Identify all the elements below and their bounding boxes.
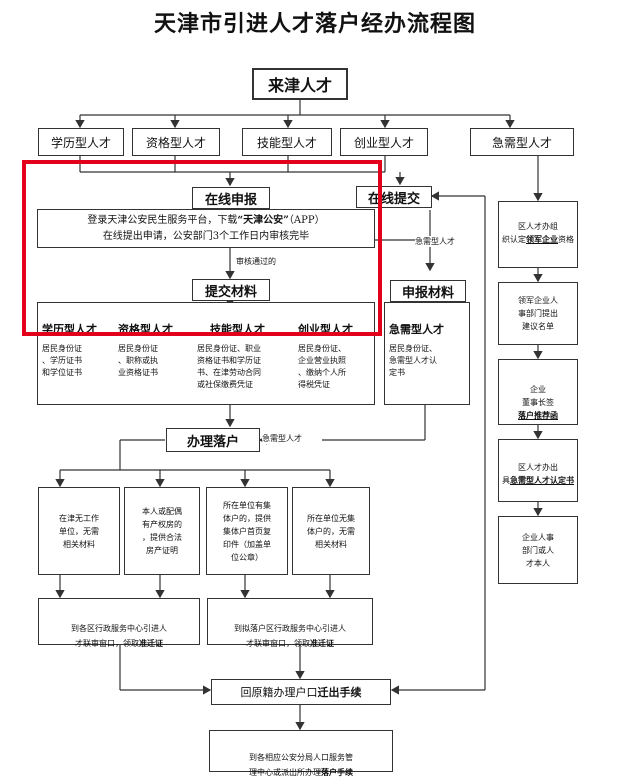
settle-label: 办理落户: [166, 428, 260, 452]
category-qualification: 资格型人才: [132, 128, 220, 156]
online-apply-line1: 登录天津公安民生服务平台，下载“天津公安”（APP）: [87, 214, 325, 226]
declare-materials-box: [384, 302, 470, 405]
urgent-step-2: 领军企业人 事部门提出 建议名单: [498, 282, 578, 345]
submit-materials-label: 提交材料: [192, 279, 270, 301]
case-no-collective-household: 所在单位无集 体户的，无需 相关材料: [292, 487, 370, 575]
material-detail-skill: 居民身份证、职业 资格证书和学历证 书、在津劳动合同 或社保缴费凭证: [197, 344, 261, 389]
declare-detail: 居民身份证、 急需型人才认 定书: [389, 344, 437, 377]
material-type-qualification: 资格型人才: [118, 323, 173, 336]
online-apply-box: 登录天津公安民生服务平台，下载“天津公安”（APP） 在线提出申请，公安部门3个…: [37, 209, 375, 248]
material-detail-qualification: 居民身份证 、职称或执 业资格证书: [118, 344, 158, 377]
material-type-education: 学历型人才: [42, 323, 97, 336]
urgent-step-1: 区人才办组 织认定领军企业资格: [498, 201, 578, 268]
category-education: 学历型人才: [38, 128, 124, 156]
submit-materials-box: [37, 302, 375, 405]
move-out-box: 回原籍办理户口迁出手续: [211, 679, 391, 705]
case-no-employer: 在津无工作 单位，无需 相关材料: [38, 487, 120, 575]
case-own-property: 本人或配偶 有产权房的 ，提供合法 房产证明: [124, 487, 200, 575]
approved-label: 审核通过的: [236, 257, 276, 266]
urgent-step-4: 区人才办出 具急需型人才认定书: [498, 439, 578, 502]
category-skill: 技能型人才: [242, 128, 332, 156]
case-collective-household: 所在单位有集 体户的，提供 集体户首页复 印件（加盖单 位公章）: [206, 487, 288, 575]
material-detail-startup: 居民身份证、 企业营业执照 、缴纳个人所 得税凭证: [298, 344, 346, 389]
urgent-step-5: 企业人事 部门或人 才本人: [498, 516, 578, 584]
online-submit-note: 急需型人才: [415, 236, 475, 247]
material-type-startup: 创业型人才: [298, 323, 353, 336]
material-detail-education: 居民身份证 、学历证书 和学位证书: [42, 344, 82, 377]
online-submit-label: 在线提交: [356, 186, 432, 208]
online-apply-line2: 在线提出申请，公安部门3个工作日内审核完毕: [102, 230, 310, 242]
category-urgent: 急需型人才: [470, 128, 574, 156]
urgent-step-3: 企业 董事长签 落户推荐函: [498, 359, 578, 425]
online-apply-label: 在线申报: [192, 187, 270, 209]
material-type-skill: 技能型人才: [210, 323, 265, 336]
settle-note: 急需型人才: [262, 433, 322, 444]
page-title: 天津市引进人才落户经办流程图: [153, 11, 476, 37]
window-right: 到拟落户区行政服务中心引进人 才联审窗口，领取准迁证: [207, 598, 373, 648]
window-left: 到各区行政服务中心引进人 才联审窗口，领取准迁证: [38, 598, 200, 648]
declare-type: 急需型人才: [389, 323, 444, 336]
category-startup: 创业型人才: [340, 128, 428, 156]
root-node: 来津人才: [252, 68, 348, 100]
declare-materials-label: 申报材料: [390, 280, 466, 302]
settle-final-box: 到各相应公安分局人口服务管 理中心或派出所办理落户手续: [209, 730, 393, 777]
